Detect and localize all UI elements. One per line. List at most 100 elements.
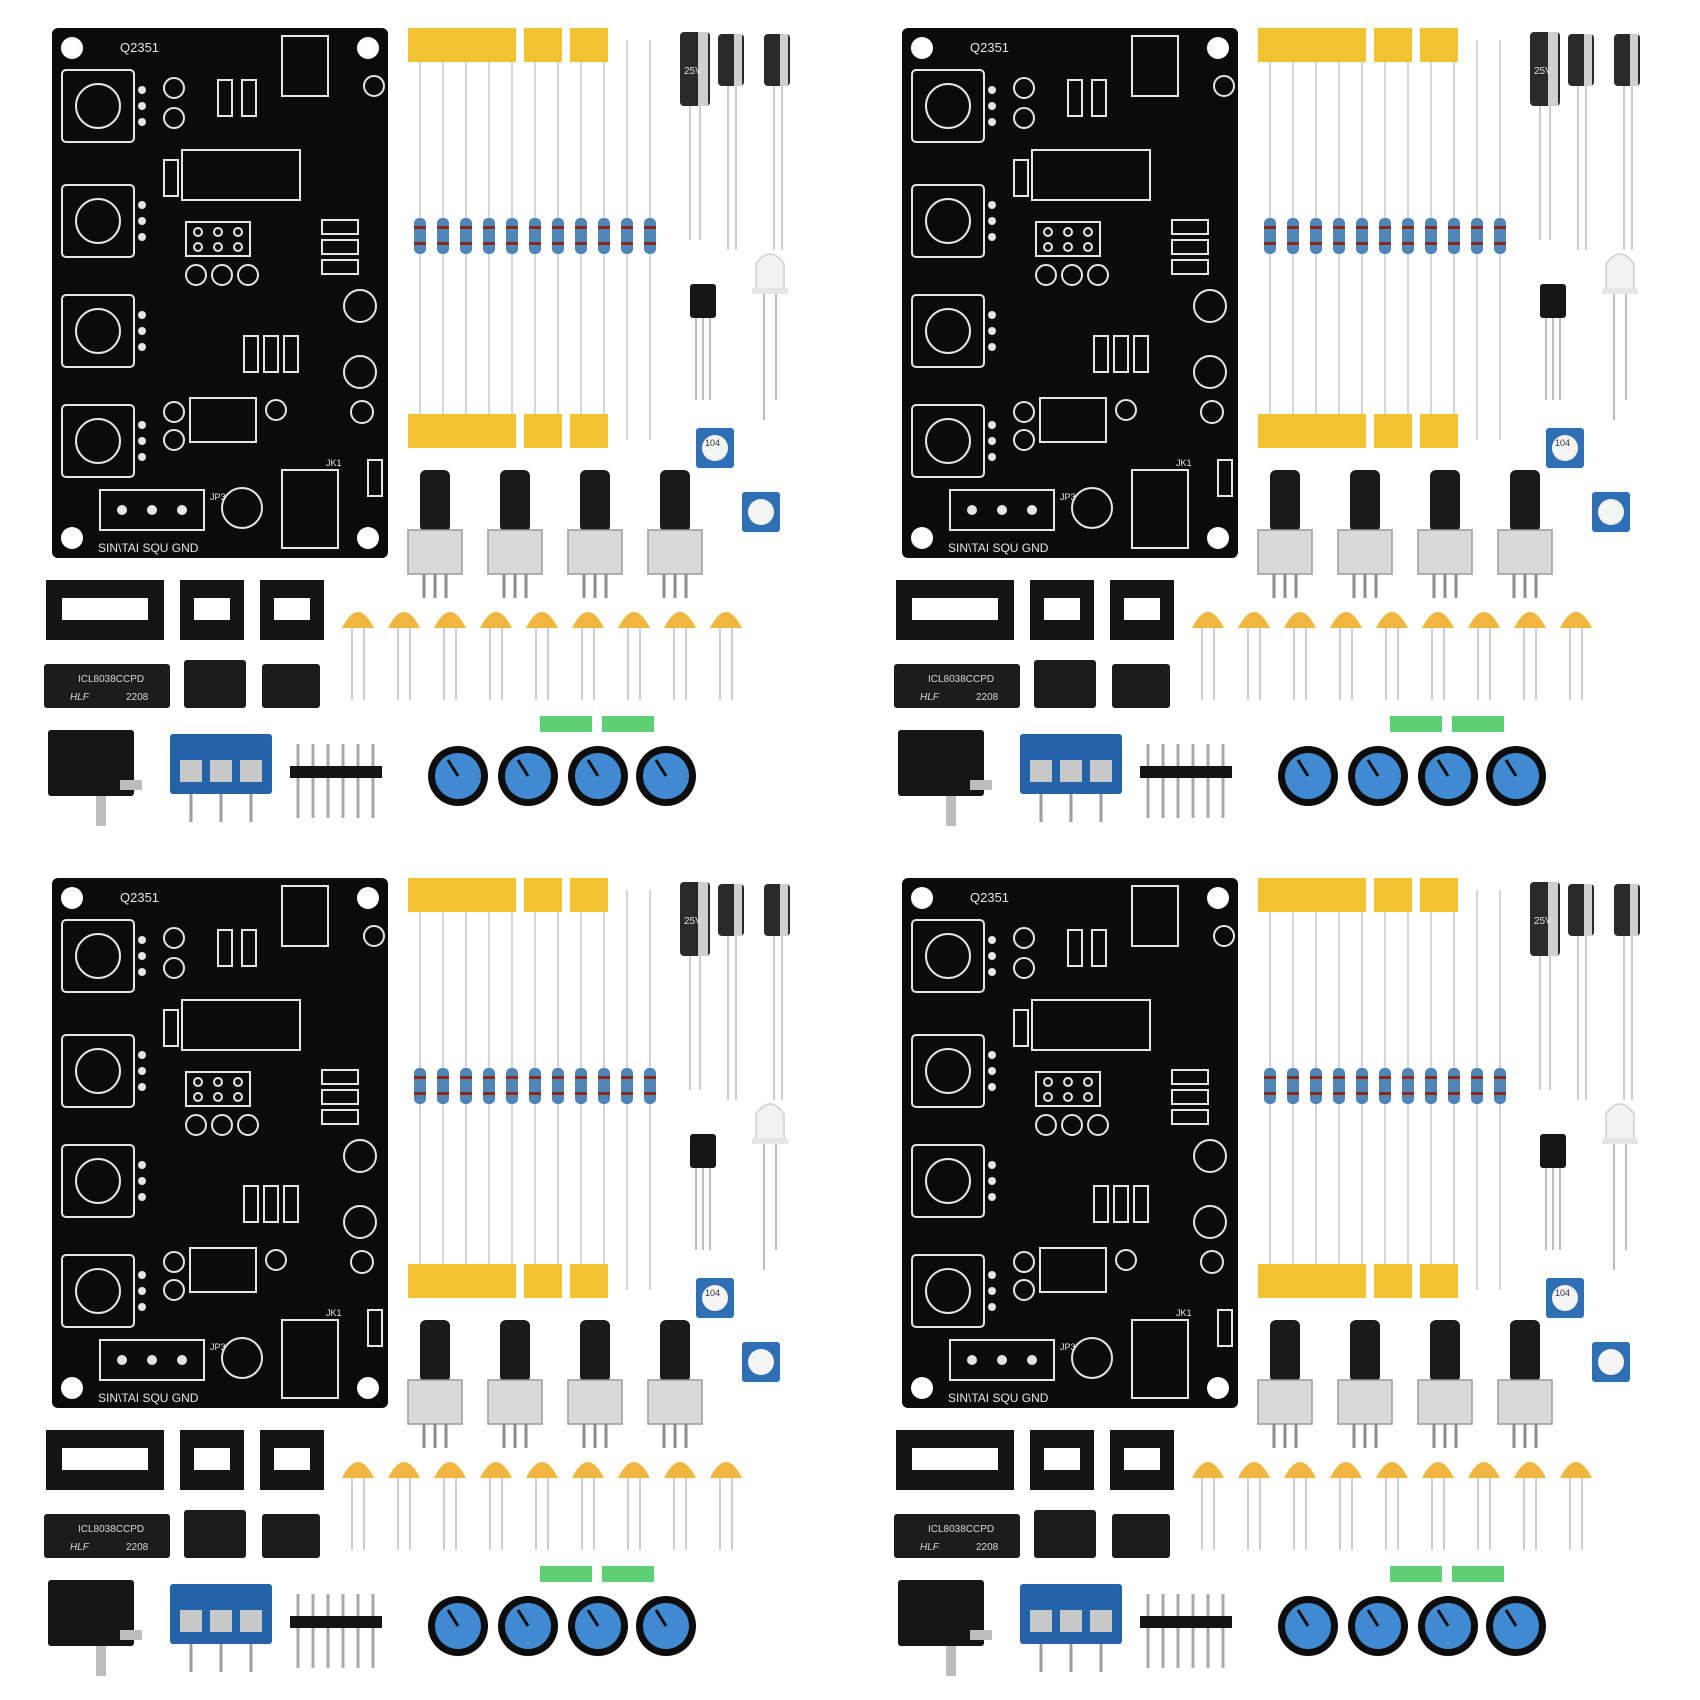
dc-jack <box>898 1580 992 1676</box>
rotary-potentiometers <box>1257 470 1553 598</box>
board-top-mark: Q2351 <box>970 890 1009 905</box>
screw-terminal <box>170 734 272 822</box>
kit-photo-bottom-right: Q2351 <box>850 850 1700 1700</box>
pot-footprint <box>61 919 135 1328</box>
ic-footprint-top <box>1131 35 1179 97</box>
trimmer-label: 104 <box>705 1288 720 1298</box>
main-ic-brand: HLF <box>920 1542 940 1553</box>
electrolytic-label: 25V <box>684 66 702 77</box>
screw-terminal <box>170 1584 272 1672</box>
led <box>752 253 788 420</box>
green-components <box>1390 1566 1504 1582</box>
screw-terminal <box>1020 734 1122 822</box>
main-ic-marking: ICL8038CCPD <box>78 1524 144 1535</box>
pcb-board: Q2351 <box>902 28 1238 558</box>
trimmer-potentiometers: 104 <box>1546 428 1630 532</box>
port-labels: SIN\TAI SQU GND <box>948 1391 1049 1405</box>
pin-header <box>1140 1594 1232 1668</box>
electrolytic-capacitors: 25V <box>680 32 790 250</box>
pcb-board: Q2351 <box>52 28 388 558</box>
main-ic-code: 2208 <box>976 1542 999 1553</box>
port-labels: SIN\TAI SQU GND <box>98 541 199 555</box>
port-header-outline <box>99 1339 205 1381</box>
resistor-bands <box>1264 226 1506 245</box>
pad-rows <box>138 936 146 1311</box>
jack-outline <box>281 469 339 549</box>
dc-jack <box>48 730 142 826</box>
resistor-outlines <box>163 929 383 1347</box>
trimmer-label: 104 <box>1555 1288 1570 1298</box>
resistor-strip <box>1258 28 1506 448</box>
ic-footprint-main <box>181 149 301 201</box>
led <box>1602 1103 1638 1270</box>
jack-outline <box>1131 469 1189 549</box>
jp3-label: JP3 <box>210 1342 226 1352</box>
port-labels: SIN\TAI SQU GND <box>948 541 1049 555</box>
jumper-block <box>185 221 251 257</box>
jumper-block <box>1035 221 1101 257</box>
ic-footprint-top <box>281 35 329 97</box>
port-header-outline <box>949 489 1055 531</box>
jumper-block <box>1035 1071 1101 1107</box>
ceramic-capacitors <box>1192 1462 1592 1550</box>
pad-rows <box>988 936 996 1311</box>
electrolytic-capacitors: 25V <box>1530 882 1640 1100</box>
jk1-label: JK1 <box>1176 1308 1192 1318</box>
port-header-pads <box>967 505 1037 515</box>
ic-footprint-main <box>1031 149 1151 201</box>
resistor-bodies <box>414 218 656 254</box>
pad-rows <box>988 86 996 461</box>
ic-footprint-top <box>281 885 329 947</box>
tape-strips <box>1258 28 1458 448</box>
ic-sockets <box>46 1430 324 1490</box>
ic-footprint-lower <box>1039 397 1107 443</box>
screw-terminal <box>1020 1584 1122 1672</box>
resistor-outlines <box>1013 929 1233 1347</box>
pcb-board: Q2351 <box>52 878 388 1408</box>
rotary-potentiometers <box>1257 1320 1553 1448</box>
jack-outline <box>281 1319 339 1399</box>
board-top-mark: Q2351 <box>120 40 159 55</box>
ceramic-capacitors <box>342 612 742 700</box>
resistor-outlines <box>163 79 383 497</box>
ic-footprint-top <box>1131 885 1179 947</box>
main-ic-brand: HLF <box>70 692 90 703</box>
resistor-bands <box>414 1076 656 1095</box>
jk1-label: JK1 <box>326 1308 342 1318</box>
jumper-block <box>185 1071 251 1107</box>
main-ic-code: 2208 <box>126 1542 149 1553</box>
ic-chips: ICL8038CCPD HLF 2208 <box>894 1510 1170 1558</box>
round-trimmers <box>1278 746 1546 806</box>
resistor-bodies <box>1264 1068 1506 1104</box>
main-ic-brand: HLF <box>70 1542 90 1553</box>
electrolytic-label: 25V <box>684 916 702 927</box>
dc-jack <box>898 730 992 826</box>
electrolytic-label: 25V <box>1534 916 1552 927</box>
ic-footprint-lower <box>1039 1247 1107 1293</box>
ic-sockets <box>46 580 324 640</box>
pcb-board: Q2351 <box>902 878 1238 1408</box>
resistor-bands <box>414 226 656 245</box>
ic-chips: ICL8038CCPD HLF 2208 <box>44 660 320 708</box>
kit-photo-bottom-left: Q2351 <box>0 850 850 1700</box>
port-header-pads <box>117 1355 187 1365</box>
capacitor-outlines <box>1013 75 1235 529</box>
green-components <box>540 716 654 732</box>
trimmer-label: 104 <box>1555 438 1570 448</box>
pad-rows <box>138 86 146 461</box>
ic-footprint-lower <box>189 1247 257 1293</box>
ic-sockets <box>896 580 1174 640</box>
capacitor-outlines <box>163 75 385 529</box>
pin-header <box>290 744 382 818</box>
round-trimmers <box>428 1596 696 1656</box>
resistor-strip <box>408 28 656 448</box>
transistor <box>690 1134 716 1250</box>
green-components <box>1390 716 1504 732</box>
ic-footprint-lower <box>189 397 257 443</box>
rotary-potentiometers <box>407 470 703 598</box>
dc-jack <box>48 1580 142 1676</box>
main-ic-marking: ICL8038CCPD <box>928 674 994 685</box>
led <box>1602 253 1638 420</box>
ic-sockets <box>896 1430 1174 1490</box>
electrolytic-capacitors: 25V <box>1530 32 1640 250</box>
